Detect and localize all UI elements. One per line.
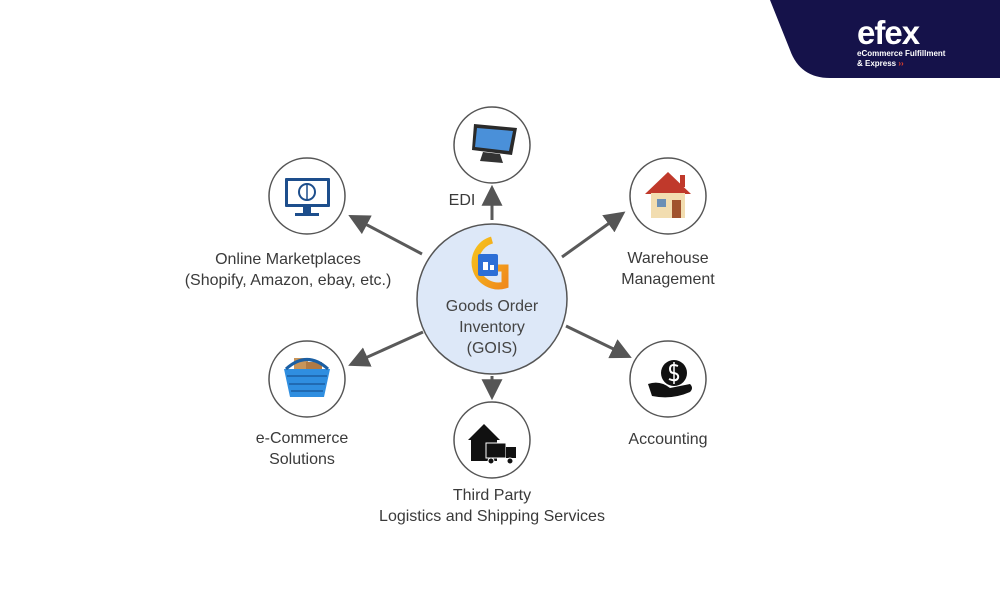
node-label-warehouse-management: Warehouse Management xyxy=(621,250,715,288)
node-ecommerce-solutions xyxy=(268,340,346,418)
node-label-ecommerce-solutions: e-Commerce Solutions xyxy=(255,430,349,468)
arrow-to-accounting xyxy=(565,324,632,359)
house-icon xyxy=(645,172,691,218)
gois-logo-icon xyxy=(471,236,509,290)
arrow-to-ecommerce-solutions xyxy=(348,330,424,367)
chevron-icon: ›› xyxy=(898,59,904,68)
node-label-third-party-logistics: Third Party Logistics and Shipping Servi… xyxy=(379,487,605,525)
shopping-basket-icon xyxy=(284,358,330,397)
brand-tagline: eCommerce Fulfillment xyxy=(857,49,946,58)
node-label-edi: EDI xyxy=(448,192,476,209)
hub-label: Goods Order Inventory (GOIS) xyxy=(445,298,539,357)
hub-circle xyxy=(416,223,568,375)
desktop-globe-icon xyxy=(285,178,330,216)
brand-logo: efex eCommerce Fulfillment & Express ›› xyxy=(857,16,945,69)
connector-arrows xyxy=(348,184,632,401)
warehouse-truck-icon xyxy=(468,424,516,465)
node-online-marketplaces xyxy=(268,157,346,235)
brand-wordmark: efex xyxy=(857,14,920,51)
node-warehouse-management xyxy=(629,157,707,235)
node-third-party-logistics xyxy=(453,401,531,479)
node-label-online-marketplaces: Online Marketplaces (Shopify, Amazon, eb… xyxy=(184,251,392,289)
node-label-accounting: Accounting xyxy=(628,431,708,448)
money-hand-icon xyxy=(648,360,692,398)
arrow-to-online-marketplaces xyxy=(348,215,423,256)
arrow-to-warehouse-management xyxy=(561,211,626,259)
computer-monitor-icon xyxy=(472,124,517,163)
brand-badge xyxy=(770,0,1000,78)
brand-tagline-express: & Express xyxy=(857,59,897,68)
node-accounting xyxy=(629,340,707,418)
node-edi xyxy=(453,106,531,184)
brand-tagline-2: & Express ›› xyxy=(857,59,945,69)
